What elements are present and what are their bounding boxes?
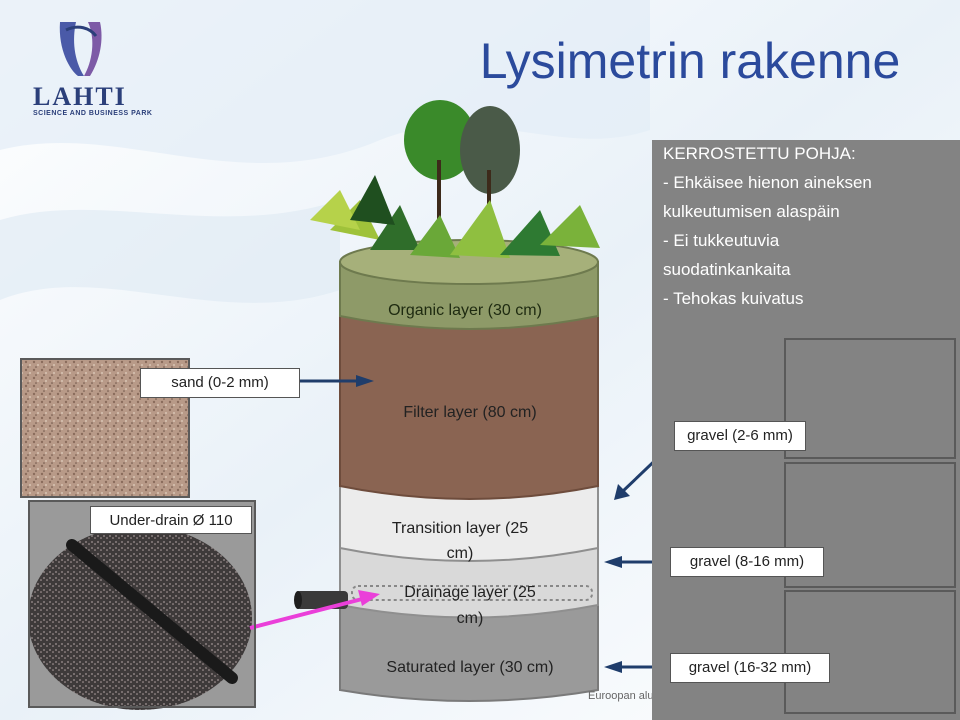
plants-illustration (310, 100, 600, 258)
underdrain-photo (28, 500, 256, 708)
filter-layer-label: Filter layer (80 cm) (403, 404, 537, 421)
sand-label: sand (0-2 mm) (140, 368, 300, 398)
arrow-pink (249, 590, 380, 630)
info-line: suodatinkankaita (663, 260, 791, 279)
sand-photo (20, 358, 190, 498)
drainage-layer-label-1: Drainage layer (25 (404, 584, 536, 601)
gravel-medium-photo (784, 462, 956, 588)
gravel-medium-label: gravel (8-16 mm) (670, 547, 824, 577)
arrow-sand (300, 375, 374, 387)
saturated-layer-label: Saturated layer (30 cm) (386, 659, 554, 676)
gravel-small-photo (784, 338, 956, 459)
transition-layer-label-1: Transition layer (25 (391, 520, 529, 537)
info-line: kulkeutumisen alaspäin (663, 202, 840, 221)
drainage-layer-label-2: cm) (456, 610, 484, 627)
organic-layer-label: Organic layer (30 cm) (388, 302, 542, 319)
underdrain-label: Under-drain Ø 110 (90, 506, 252, 534)
info-line: - Ehkäisee hienon aineksen (663, 173, 872, 192)
info-line: - Ei tukkeutuvia (663, 231, 780, 250)
info-heading: KERROSTETTU POHJA: (663, 144, 856, 163)
info-line: - Tehokas kuivatus (663, 289, 804, 308)
logo-tagline: SCIENCE AND BUSINESS PARK (33, 110, 153, 117)
gravel-small-label: gravel (2-6 mm) (674, 421, 806, 451)
logo-text: LAHTI (33, 82, 127, 111)
logo-icon (59, 22, 102, 76)
page-title: Lysimetrin rakenne (479, 33, 901, 89)
footer-text: Euroopan alu (588, 690, 654, 702)
gravel-large-photo (784, 590, 956, 714)
gravel-large-label: gravel (16-32 mm) (670, 653, 830, 683)
transition-layer-label-2: cm) (446, 545, 474, 562)
